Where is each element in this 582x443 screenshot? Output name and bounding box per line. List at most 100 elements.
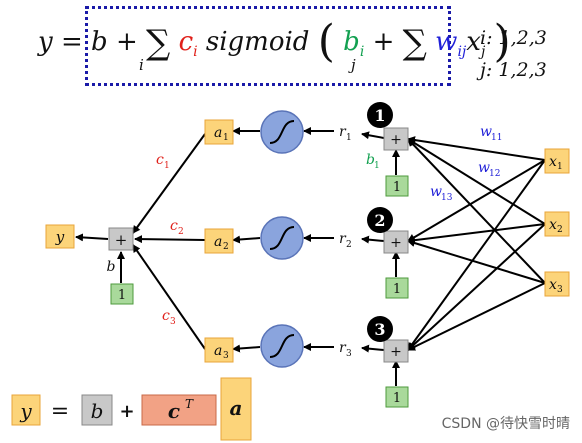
svg-text:2: 2 (178, 227, 184, 237)
node-plus-2: + (383, 230, 409, 254)
svg-text:1: 1 (374, 161, 380, 171)
index-ranges: i: 1,2,3 j: 1,2,3 (480, 22, 547, 86)
node-x1: x 1 (544, 148, 570, 174)
svg-text:b: b (366, 152, 375, 168)
svg-text:x: x (549, 154, 557, 170)
node-one-3: 1 (385, 386, 409, 408)
formula-plus-2: + (372, 27, 395, 57)
formula-sum-index-j: j (351, 56, 356, 74)
svg-text:w: w (478, 160, 490, 176)
svg-text:3: 3 (557, 285, 563, 295)
svg-text:2: 2 (223, 242, 229, 252)
edge-plus1-r1 (361, 131, 385, 140)
node-one-output (110, 283, 134, 305)
node-one-output-label: 1 (118, 288, 126, 303)
edge-plus3-r3 (361, 344, 385, 353)
svg-text:+: + (390, 132, 402, 148)
node-plus-3: + (383, 339, 409, 363)
sigmoid-curve-icon (269, 334, 295, 358)
formula-sum-j: ∑ (402, 23, 427, 63)
svg-text:1: 1 (393, 391, 401, 406)
formula-c: ci (178, 27, 198, 60)
sigmoid-node-3 (260, 324, 304, 368)
sigmoid-curve-icon (269, 120, 295, 144)
watermark: CSDN @待快雪时晴 (441, 416, 570, 432)
svg-text:1: 1 (223, 133, 229, 143)
bottom-eq-c-sup: T (185, 397, 194, 411)
bottom-eq-b: b (91, 399, 104, 423)
svg-text:+: + (390, 235, 402, 251)
node-x3: x 3 (544, 271, 570, 297)
svg-text:3: 3 (374, 320, 385, 339)
svg-text:1: 1 (393, 180, 401, 195)
svg-text:a: a (214, 234, 222, 250)
svg-text:2: 2 (346, 240, 352, 250)
svg-text:c: c (162, 308, 170, 324)
node-one-2: 1 (385, 277, 409, 299)
badge-3: 3 (367, 316, 393, 342)
node-a2: a 2 (204, 228, 234, 254)
svg-text:+: + (390, 344, 402, 360)
formula-close-paren: ) (493, 16, 511, 67)
formula-bi: bi (343, 27, 365, 60)
svg-text:w: w (480, 124, 492, 140)
edge-a2-plus (134, 235, 206, 244)
formula-y: y (38, 27, 53, 57)
svg-text:a: a (214, 125, 222, 141)
formula-x: xj (466, 27, 486, 60)
svg-text:2: 2 (557, 225, 563, 235)
svg-text:12: 12 (489, 169, 500, 179)
svg-text:x: x (549, 217, 557, 233)
node-plus-1: + (383, 127, 409, 151)
formula-equals: = (60, 27, 83, 57)
edge-x2-plus2 (407, 223, 546, 245)
svg-text:1: 1 (164, 161, 170, 171)
label-b-output: b (107, 259, 116, 275)
bottom-eq-c: c (168, 399, 180, 423)
node-plus-output (108, 227, 134, 251)
formula-b: b (91, 27, 108, 57)
bottom-eq-a: a (230, 396, 243, 420)
badge-1: 1 (367, 102, 393, 128)
svg-text:3: 3 (223, 351, 229, 361)
svg-text:w: w (430, 184, 442, 200)
range-i: i: 1,2,3 (480, 27, 547, 49)
range-j: j: 1,2,3 (480, 59, 547, 81)
node-y (45, 224, 75, 249)
formula: y = b + ∑ ci sigmoid ( bi + ∑ wijxj ) (38, 10, 511, 67)
edge-sigmoid3-a3 (232, 344, 261, 353)
edge-plus2-r2 (361, 235, 385, 244)
node-a3: a 3 (204, 337, 234, 363)
formula-sum-i: ∑ (146, 23, 171, 63)
edge-sigmoid2-a2 (232, 235, 261, 244)
bottom-eq-b-box (81, 394, 113, 426)
edge-x1-plus1 (407, 136, 546, 161)
sigmoid-node-1 (260, 110, 304, 154)
svg-text:r: r (339, 124, 347, 140)
edge-x2-plus3 (407, 223, 546, 351)
formula-sum-index-i: i (139, 56, 144, 74)
sigmoid-curve-icon (269, 226, 295, 250)
formula-plus-1: + (115, 27, 138, 57)
bottom-eq-y: y (19, 399, 32, 423)
badge-2: 2 (367, 207, 393, 233)
formula-sigmoid: sigmoid (205, 27, 310, 57)
svg-text:x: x (549, 277, 557, 293)
edge-a3-plus (132, 244, 206, 350)
edge-a1-plus (132, 133, 206, 234)
bottom-equation: y = b + c T a (11, 377, 252, 441)
svg-text:3: 3 (346, 349, 352, 359)
formula-open-paren: ( (317, 16, 335, 67)
svg-text:1: 1 (346, 133, 352, 143)
svg-text:c: c (156, 152, 164, 168)
svg-text:r: r (339, 340, 347, 356)
edge-x2-plus1 (407, 138, 546, 225)
